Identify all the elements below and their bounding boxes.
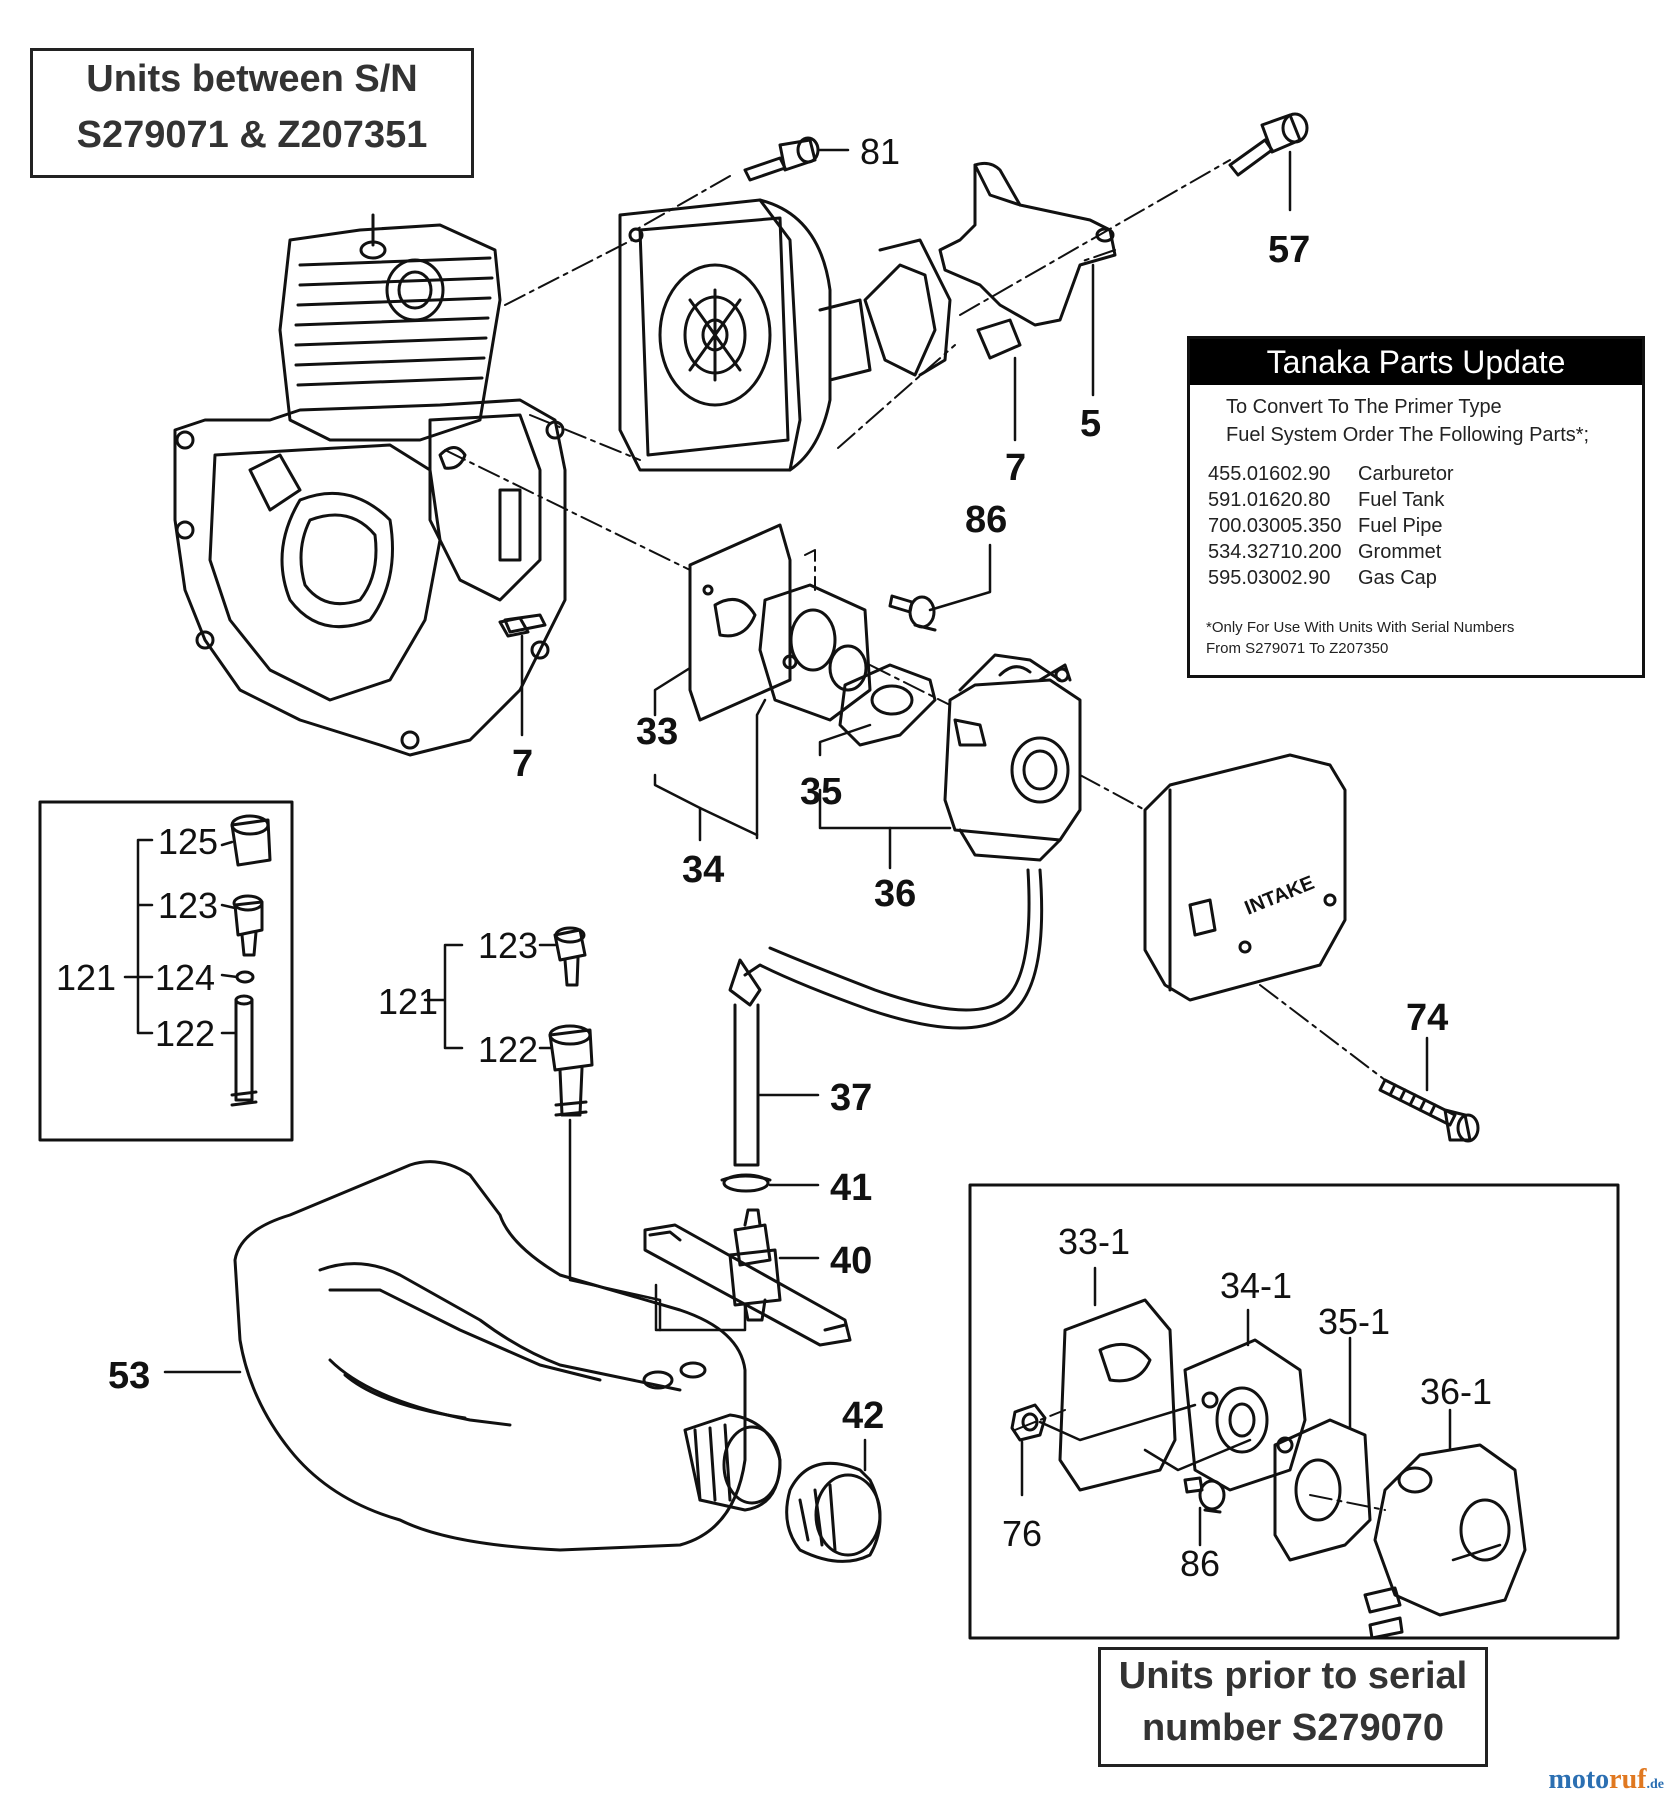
callout-7-bracket: 7 bbox=[1005, 447, 1026, 489]
callout-123-inset: 123 bbox=[158, 885, 218, 926]
callout-125: 125 bbox=[158, 821, 218, 862]
parts-row: 534.32710.200 Grommet bbox=[1208, 539, 1454, 565]
callout-36-1: 36-1 bbox=[1420, 1371, 1492, 1412]
air-filter-cover-drawing bbox=[1143, 753, 1347, 1002]
callout-numbers: 81 57 5 7 86 7 33 34 35 36 74 37 41 40 4… bbox=[56, 131, 1492, 1584]
recoil-starter-drawing bbox=[618, 198, 952, 472]
callout-76: 76 bbox=[1002, 1513, 1042, 1554]
parts-update-panel: Tanaka Parts Update To Convert To The Pr… bbox=[1187, 336, 1645, 678]
prior-serial-line2: number S279070 bbox=[1141, 1707, 1445, 1749]
parts-update-intro-line2: Fuel System Order The Following Parts*; bbox=[1226, 424, 1590, 446]
inset-box-prior-parts bbox=[968, 1183, 1620, 1640]
callout-124: 124 bbox=[155, 957, 215, 998]
parts-update-footnote-line1: *Only For Use With Units With Serial Num… bbox=[1206, 619, 1515, 636]
bolt-57-drawing bbox=[1228, 112, 1309, 177]
callout-81: 81 bbox=[860, 131, 900, 172]
parts-update-intro-line1: To Convert To The Primer Type bbox=[1226, 396, 1502, 418]
watermark-part-a: moto bbox=[1548, 1764, 1610, 1795]
insulator-gasket-drawing bbox=[688, 523, 937, 747]
callout-33-1: 33-1 bbox=[1058, 1221, 1130, 1262]
leader-lines bbox=[123, 148, 1502, 1562]
carburetor-drawing bbox=[943, 653, 1082, 862]
fuel-filter-drawing bbox=[728, 1208, 782, 1322]
part-name: Carburetor bbox=[1358, 462, 1454, 485]
callout-122: 122 bbox=[478, 1029, 538, 1070]
watermark-part-b: ruf bbox=[1609, 1764, 1647, 1795]
prior-serial-box: Units prior to serial number S279070 bbox=[1098, 1647, 1488, 1767]
callout-121-inset: 121 bbox=[56, 957, 116, 998]
callout-36: 36 bbox=[874, 873, 916, 915]
callout-121: 121 bbox=[378, 981, 438, 1022]
callout-122-inset: 122 bbox=[155, 1013, 215, 1054]
gas-cap-drawing bbox=[785, 1461, 882, 1563]
intake-label: INTAKE bbox=[1242, 872, 1318, 920]
serial-range-line2: S279071 & Z207351 bbox=[76, 114, 428, 156]
callout-40: 40 bbox=[830, 1240, 872, 1282]
inset-box-primer-parts bbox=[38, 800, 294, 1142]
callout-5: 5 bbox=[1080, 403, 1101, 445]
part-name: Fuel Pipe bbox=[1358, 514, 1443, 537]
inset-fittings-drawing bbox=[230, 814, 272, 1107]
bolt-81-drawing bbox=[743, 136, 820, 182]
parts-update-list: 455.01602.90 Carburetor 591.01620.80 Fue… bbox=[1208, 461, 1454, 591]
callout-57: 57 bbox=[1268, 229, 1310, 271]
parts-row: 455.01602.90 Carburetor bbox=[1208, 461, 1454, 487]
inset-screw-86-drawing bbox=[1183, 1476, 1226, 1514]
callout-33: 33 bbox=[636, 711, 678, 753]
inset-nut-76-drawing bbox=[1010, 1403, 1047, 1442]
parts-row: 700.03005.350 Fuel Pipe bbox=[1208, 513, 1454, 539]
serial-range-box: Units between S/N S279071 & Z207351 bbox=[30, 48, 474, 178]
parts-row: 595.03002.90 Gas Cap bbox=[1208, 565, 1454, 591]
part-name: Grommet bbox=[1358, 540, 1442, 563]
fuel-tank-drawing bbox=[233, 1160, 782, 1552]
callout-53: 53 bbox=[108, 1355, 150, 1397]
serial-range-line1: Units between S/N bbox=[86, 58, 418, 100]
bolt-74-drawing bbox=[1378, 1078, 1480, 1143]
fuel-pipe-drawing bbox=[720, 868, 1044, 1193]
alignment-lines bbox=[444, 159, 1386, 1511]
callout-7-engine: 7 bbox=[512, 743, 533, 785]
callout-34: 34 bbox=[682, 849, 724, 891]
callout-34-1: 34-1 bbox=[1220, 1265, 1292, 1306]
parts-update-intro: To Convert To The Primer Type Fuel Syste… bbox=[1226, 393, 1642, 449]
callout-35: 35 bbox=[800, 771, 842, 813]
part-number: 591.01620.80 bbox=[1208, 488, 1331, 511]
part-number: 700.03005.350 bbox=[1208, 514, 1342, 537]
callout-42: 42 bbox=[842, 1395, 884, 1437]
fitting-122-drawing bbox=[548, 1024, 594, 1117]
part-number: 534.32710.200 bbox=[1208, 540, 1342, 563]
callout-41: 41 bbox=[830, 1167, 872, 1209]
inset-carburetor-36-1-drawing bbox=[1363, 1443, 1527, 1640]
inset-insulator-34-1-drawing bbox=[1183, 1338, 1307, 1492]
callout-86-inset: 86 bbox=[1180, 1543, 1220, 1584]
watermark-part-c: .de bbox=[1646, 1777, 1665, 1792]
engine-crankcase-drawing bbox=[173, 213, 567, 757]
parts-update-footnote: *Only For Use With Units With Serial Num… bbox=[1206, 617, 1642, 659]
parts-update-footnote-line2: From S279071 To Z207350 bbox=[1206, 640, 1389, 657]
callout-123: 123 bbox=[478, 925, 538, 966]
part-number: 595.03002.90 bbox=[1208, 566, 1331, 589]
motoruf-watermark: motoruf.de bbox=[1549, 1764, 1664, 1796]
fuel-clamp-drawing bbox=[643, 1223, 852, 1347]
inset-gasket-33-1-drawing bbox=[1058, 1298, 1177, 1492]
inset-gasket-35-1-drawing bbox=[1273, 1418, 1372, 1562]
parts-row: 591.01620.80 Fuel Tank bbox=[1208, 487, 1454, 513]
fitting-123-drawing bbox=[553, 926, 587, 987]
prior-serial-line1: Units prior to serial bbox=[1118, 1655, 1468, 1697]
callout-35-1: 35-1 bbox=[1318, 1301, 1390, 1342]
part-name: Gas Cap bbox=[1358, 566, 1437, 589]
parts-update-title: Tanaka Parts Update bbox=[1190, 339, 1642, 385]
callout-37: 37 bbox=[830, 1077, 872, 1119]
mounting-bracket-drawing bbox=[938, 161, 1117, 360]
part-name: Fuel Tank bbox=[1358, 488, 1445, 511]
part-number: 455.01602.90 bbox=[1208, 462, 1331, 485]
callout-86: 86 bbox=[965, 499, 1007, 541]
screw-86-drawing bbox=[888, 594, 937, 632]
callout-74: 74 bbox=[1406, 997, 1448, 1039]
